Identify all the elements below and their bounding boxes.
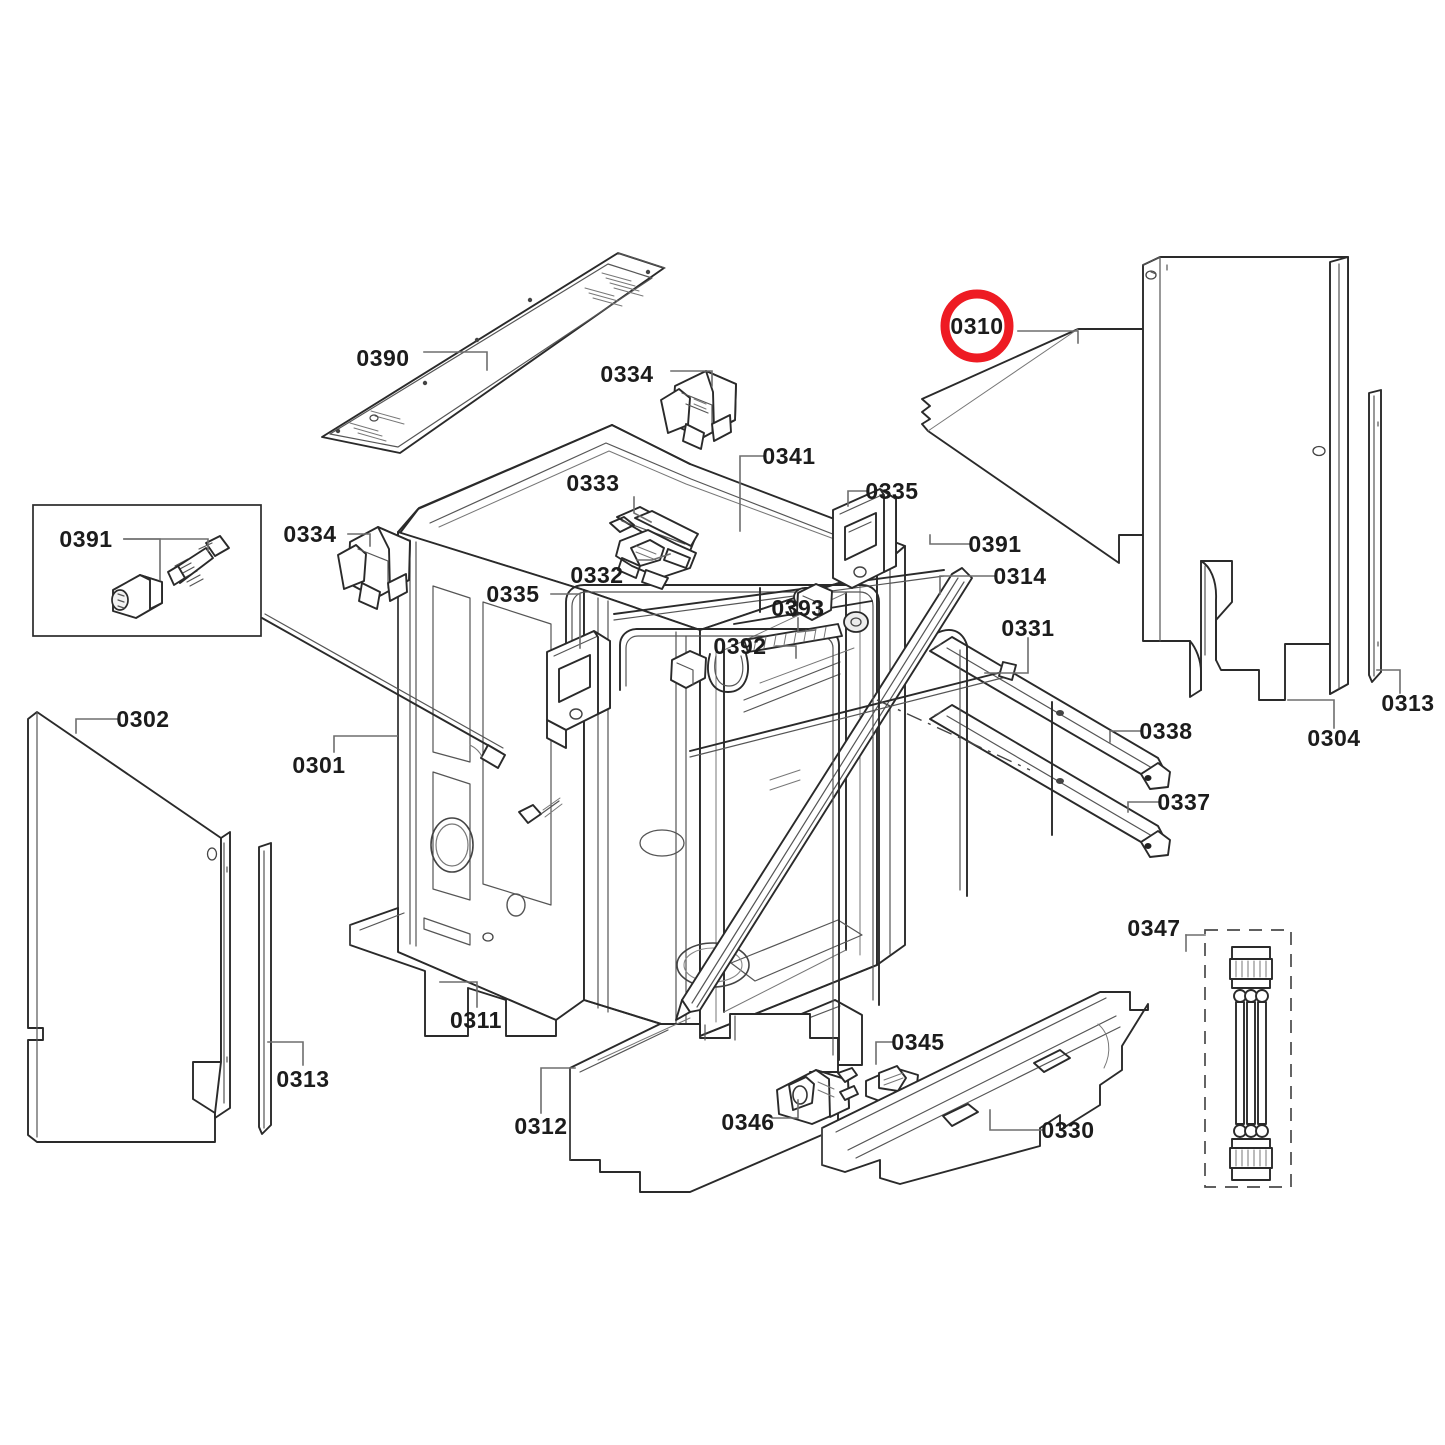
callout-0391-right[interactable]: 0391 xyxy=(968,531,1021,557)
callout-0312[interactable]: 0312 xyxy=(514,1113,567,1139)
part-0313-trim-left xyxy=(258,842,272,1135)
callout-0304[interactable]: 0304 xyxy=(1307,725,1360,751)
part-0302-side-panel-left xyxy=(27,711,231,1143)
part-0341-inlet-tube xyxy=(613,569,1017,758)
callout-0391-inset[interactable]: 0391 xyxy=(59,526,112,552)
hidden-edge-line xyxy=(876,699,1031,771)
part-0334-hinge-latch-left xyxy=(337,526,411,610)
part-latch-box-front-frame xyxy=(670,650,707,689)
callout-0334-upper[interactable]: 0334 xyxy=(600,361,653,387)
callout-labels: 0390 0334 0310 0341 0333 0335 0391 0332 … xyxy=(59,289,1434,1143)
part-0312-base-insulation xyxy=(569,1013,839,1193)
callout-0335-right[interactable]: 0335 xyxy=(865,478,918,504)
callout-0346[interactable]: 0346 xyxy=(721,1109,774,1135)
callout-0334-left[interactable]: 0334 xyxy=(283,521,336,547)
part-0335-hinge-bracket-left xyxy=(546,630,611,749)
callout-0333[interactable]: 0333 xyxy=(566,470,619,496)
part-0334-hinge-latch-upper xyxy=(660,370,737,450)
leader-rod-screw-inset xyxy=(261,613,506,769)
part-0391-screw-on-tub xyxy=(518,797,563,824)
part-0330-base-trough-rail xyxy=(821,991,1149,1185)
callout-0301[interactable]: 0301 xyxy=(292,752,345,778)
callout-0314[interactable]: 0314 xyxy=(993,563,1046,589)
callout-0390[interactable]: 0390 xyxy=(356,345,409,371)
callout-0345[interactable]: 0345 xyxy=(891,1029,944,1055)
part-0304-rear-panel xyxy=(1142,256,1349,701)
part-0335-hinge-bracket-right xyxy=(832,488,897,589)
part-0337-slide-rail-lower xyxy=(929,704,1171,858)
callout-0313-right[interactable]: 0313 xyxy=(1381,690,1434,716)
callout-0392[interactable]: 0392 xyxy=(713,633,766,659)
part-0333-door-lock-lever xyxy=(609,506,699,552)
inset-hose-assembly xyxy=(1204,929,1292,1188)
callout-0310[interactable]: 0310 xyxy=(950,313,1003,339)
part-0391-wood-screw xyxy=(167,535,230,587)
part-latch-box-on-frame xyxy=(796,583,833,621)
callout-0330[interactable]: 0330 xyxy=(1041,1117,1094,1143)
callout-0393[interactable]: 0393 xyxy=(771,595,824,621)
part-0390-kick-plate xyxy=(321,252,666,454)
part-0301-inner-tub xyxy=(397,424,906,1037)
inset-screw-kit xyxy=(32,504,262,637)
callout-0313-left[interactable]: 0313 xyxy=(276,1066,329,1092)
callout-0302[interactable]: 0302 xyxy=(116,706,169,732)
part-0391-wall-plug xyxy=(111,574,163,619)
callout-0337[interactable]: 0337 xyxy=(1157,789,1210,815)
part-0346-float-switch xyxy=(776,1067,859,1125)
part-0331-door-spring-rope xyxy=(934,629,1053,897)
part-0313-trim-right xyxy=(1368,389,1382,683)
part-0392-retaining-clip xyxy=(707,653,749,693)
callout-0331[interactable]: 0331 xyxy=(1001,615,1054,641)
part-0347-aqua-stop-hose xyxy=(1229,946,1273,1181)
callout-0347[interactable]: 0347 xyxy=(1127,915,1180,941)
highlight-circle-0310 xyxy=(940,289,1014,363)
leader-lines xyxy=(75,330,1401,1131)
callout-0311[interactable]: 0311 xyxy=(450,1007,502,1033)
callout-0332[interactable]: 0332 xyxy=(570,562,623,588)
callout-0338[interactable]: 0338 xyxy=(1139,718,1192,744)
callout-0335-left[interactable]: 0335 xyxy=(486,581,539,607)
part-0314-side-rail-trim xyxy=(675,567,973,1021)
callout-0341[interactable]: 0341 xyxy=(762,443,815,469)
